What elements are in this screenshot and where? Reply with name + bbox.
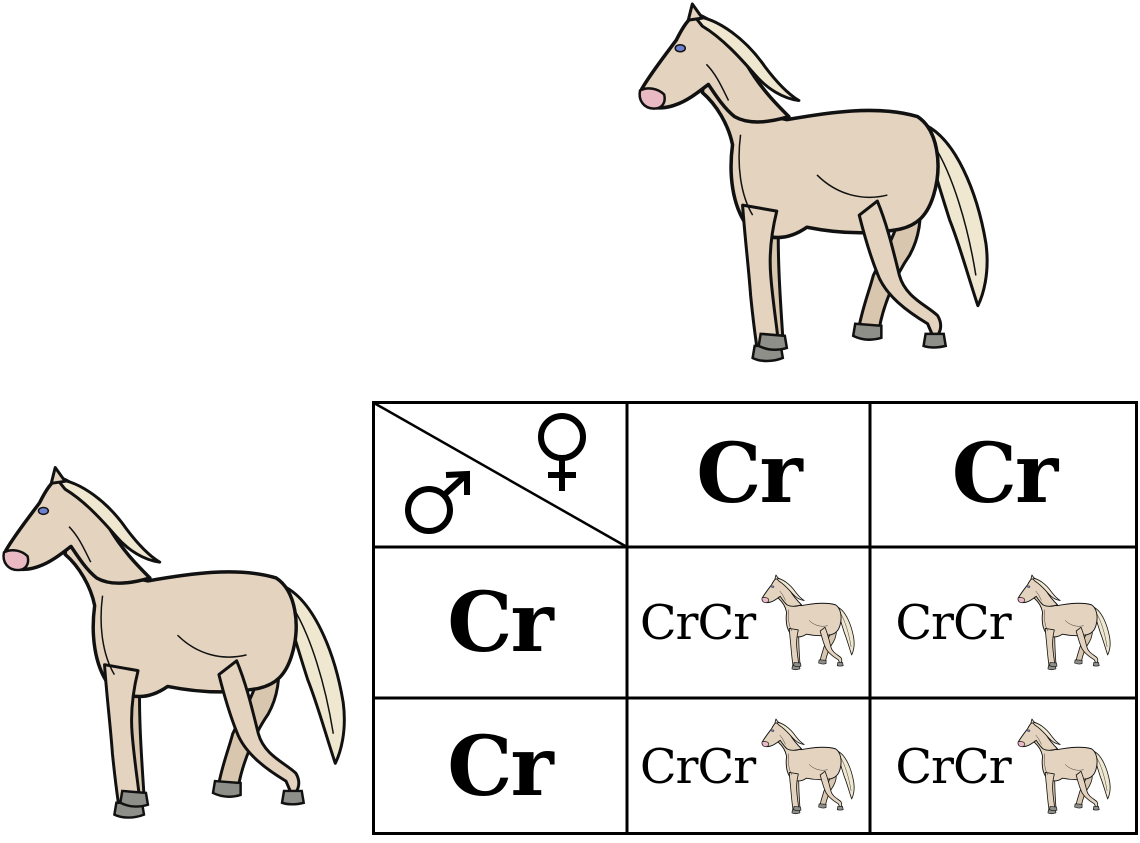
male-parent-horse [0,460,355,830]
male-allele-header-1: Cr [372,547,627,698]
female-parent-horse [636,0,998,370]
female-allele-header-1: Cr [627,401,870,547]
cream-horse-icon [1017,573,1113,673]
allele-label: Cr [696,426,802,522]
offspring-cell: CrCr [627,698,870,835]
male-allele-header-2: Cr [372,698,627,835]
punnett-square: Cr Cr Cr Cr CrCr CrCr CrCr CrCr [372,401,1138,835]
punnett-grid-lines [372,401,1138,835]
cream-horse-icon [761,717,857,817]
female-allele-header-2: Cr [870,401,1138,547]
allele-label: Cr [447,718,553,815]
cream-horse-icon [761,573,857,673]
female-symbol-icon [538,413,586,491]
offspring-cell: CrCr [870,698,1138,835]
genotype-label: CrCr [895,594,1011,651]
genotype-label: CrCr [895,738,1011,795]
genotype-label: CrCr [639,738,756,795]
allele-label: Cr [951,426,1058,522]
genotype-label: CrCr [639,594,756,651]
cream-horse-icon [1,465,347,820]
cream-horse-icon [1017,717,1113,817]
cream-horse-icon [637,2,989,363]
offspring-cell: CrCr [870,547,1138,698]
allele-label: Cr [447,574,553,671]
offspring-cell: CrCr [627,547,870,698]
male-symbol-icon [405,470,470,534]
